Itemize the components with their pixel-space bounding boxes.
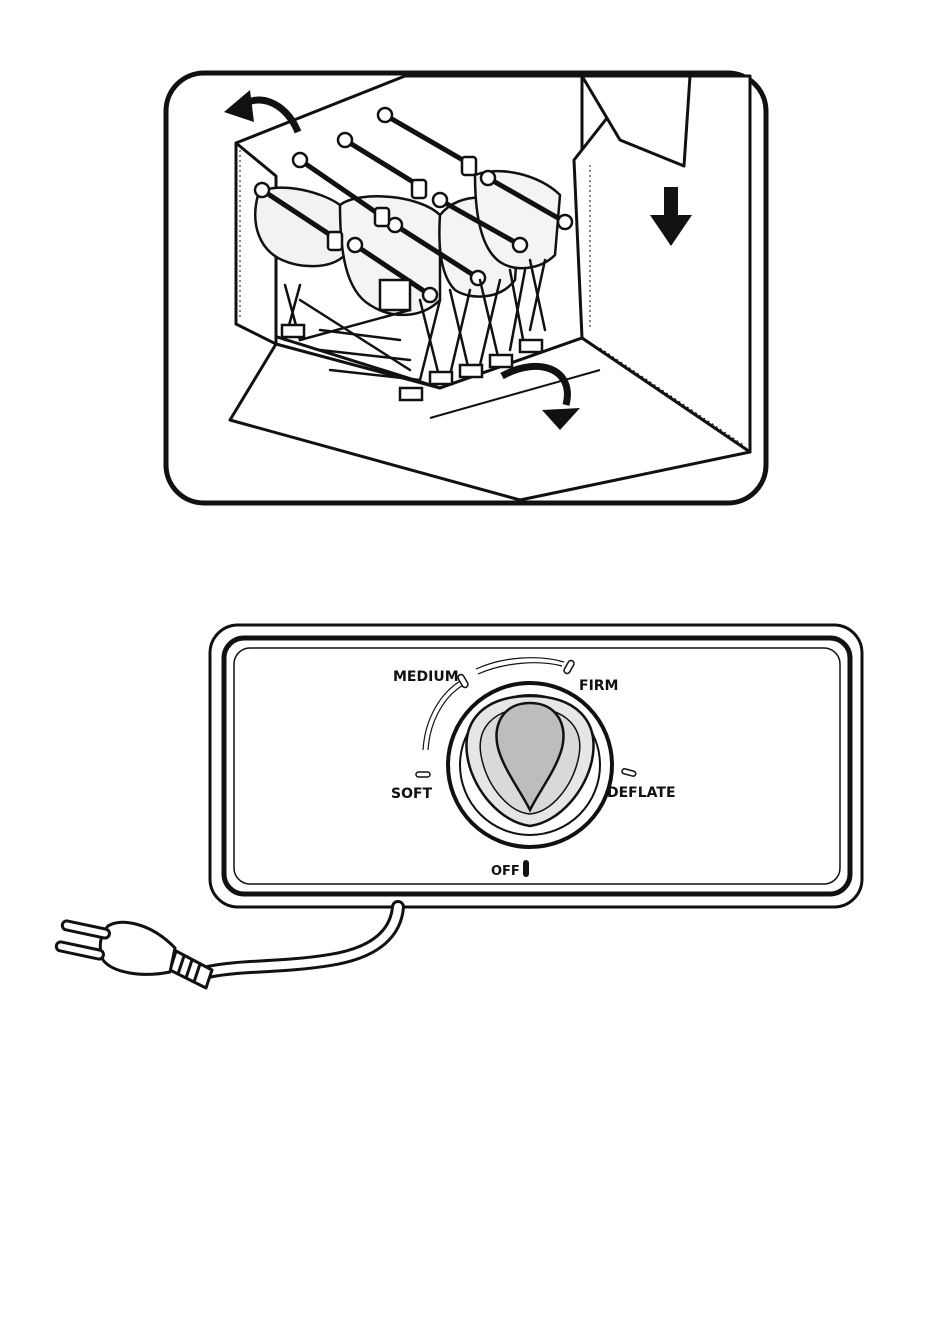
firmness-dial-knob[interactable] — [448, 683, 612, 847]
label-soft: SOFT — [391, 786, 433, 802]
off-indicator-mark — [523, 860, 529, 877]
label-off: OFF — [491, 864, 520, 879]
power-cord — [208, 907, 398, 972]
unboxing-illustration — [0, 0, 932, 564]
power-plug-icon — [55, 920, 212, 988]
label-firm: FIRM — [579, 678, 618, 694]
label-medium: MEDIUM — [393, 669, 459, 685]
pump-control-panel-illustration: MEDIUM FIRM SOFT DEFLATE OFF — [0, 600, 932, 1024]
label-deflate: DEFLATE — [607, 785, 676, 801]
